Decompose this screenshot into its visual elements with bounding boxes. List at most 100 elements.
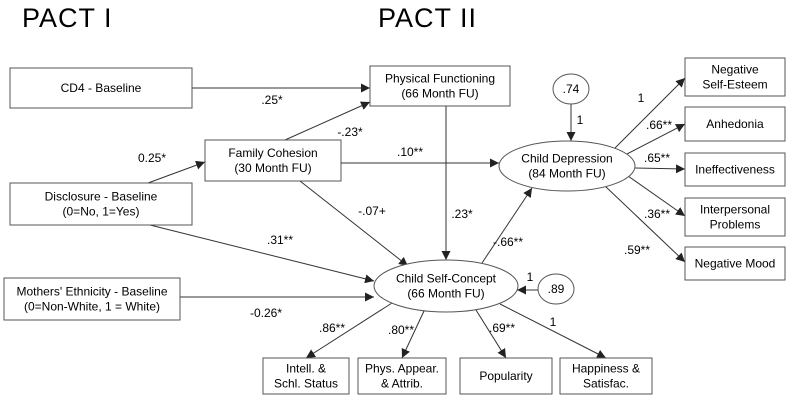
- header-pact-2: PACT II: [378, 3, 478, 33]
- node-err-dep: .74: [552, 73, 590, 105]
- edge-coefficient-label: .25*: [261, 93, 283, 107]
- node-happiness: Happiness &Satisfac.: [559, 357, 653, 395]
- edge-coefficient-label: -.07+: [358, 204, 386, 218]
- node-label-line: CD4 - Baseline: [61, 81, 142, 95]
- node-label-line: Child Self-Concept: [396, 272, 497, 286]
- node-box: [204, 139, 342, 182]
- node-ellipse: [537, 273, 575, 305]
- node-err-sc: .89: [537, 273, 575, 305]
- node-box: [684, 246, 786, 281]
- node-label-line: Anhedonia: [706, 117, 764, 131]
- edge-selfconcept-to-phys-app: [401, 310, 425, 359]
- node-label-line: Negative Mood: [695, 257, 776, 271]
- node-label-line: (84 Month FU): [528, 167, 605, 181]
- node-box: [684, 197, 786, 237]
- node-label-line: Intell. &: [286, 362, 326, 376]
- node-label-line: .74: [563, 82, 580, 96]
- edge-coefficient-label: .10**: [397, 145, 423, 159]
- edge-selfconcept-to-popularity: [475, 309, 507, 359]
- node-label-line: Mothers' Ethnicity - Baseline: [16, 285, 167, 299]
- node-box: [684, 106, 786, 142]
- node-box: [9, 67, 193, 109]
- node-label-line: Physical Functioning: [385, 72, 495, 86]
- edge-disclosure-to-cohesion: [147, 160, 206, 184]
- node-label-line: Negative: [711, 63, 759, 77]
- edge-coefficient-label: 1: [550, 315, 557, 329]
- edge-coefficient-label: .23*: [451, 207, 473, 221]
- edge-coefficient-label: 1: [577, 113, 584, 127]
- edge-selfconcept-to-depression: [481, 187, 533, 264]
- node-ineffect: Ineffectiveness: [684, 152, 786, 187]
- edge-depression-to-neg-esteem: [614, 77, 686, 149]
- node-ellipse: [552, 73, 590, 105]
- node-neg-mood: Negative Mood: [684, 246, 786, 281]
- edge-coefficient-label: .66**: [646, 118, 672, 132]
- node-label-line: .89: [548, 282, 565, 296]
- edge-coefficient-label: 0.25*: [138, 151, 166, 165]
- node-anhedonia: Anhedonia: [684, 106, 786, 142]
- node-box: [459, 357, 553, 395]
- node-label-line: (0=Non-White, 1 = White): [24, 300, 160, 314]
- edge-depression-to-neg-mood: [604, 185, 686, 263]
- edge-selfconcept-to-intell: [305, 302, 393, 359]
- node-label-line: Family Cohesion: [228, 146, 317, 160]
- node-label-line: Happiness &: [572, 362, 640, 376]
- edge-depression-to-interpersonal: [627, 175, 686, 217]
- node-label-line: (0=No, 1=Yes): [63, 205, 140, 219]
- edge-selfconcept-to-happiness: [499, 303, 607, 359]
- node-selfconcept: Child Self-Concept(66 Month FU): [373, 259, 519, 313]
- node-label-line: Child Depression: [521, 152, 612, 166]
- edges-layer: [147, 77, 686, 359]
- node-label-line: (66 Month FU): [401, 87, 478, 101]
- node-label-line: Self-Esteem: [702, 78, 767, 92]
- node-phys-app: Phys. Appear.& Attrib.: [357, 357, 447, 395]
- node-box: [262, 357, 350, 395]
- node-label-line: Problems: [710, 218, 761, 232]
- edge-cohesion-to-physical: [284, 101, 371, 141]
- node-popularity: Popularity: [459, 357, 553, 395]
- node-ethnicity: Mothers' Ethnicity - Baseline(0=Non-Whit…: [3, 277, 181, 321]
- node-label-line: Phys. Appear.: [365, 362, 439, 376]
- node-label-line: Interpersonal: [700, 203, 770, 217]
- edge-depression-to-anhedonia: [624, 123, 686, 156]
- edge-coefficient-label: -.23*: [337, 125, 363, 139]
- node-label-line: Popularity: [479, 369, 532, 383]
- edge-coefficient-label: .69**: [489, 321, 515, 335]
- node-box: [9, 182, 193, 226]
- edge-coefficient-label: 1: [638, 91, 645, 105]
- node-box: [357, 357, 447, 395]
- node-box: [684, 57, 786, 97]
- edge-coefficient-label: .59**: [624, 243, 650, 257]
- edge-coefficient-label: .31**: [267, 233, 293, 247]
- header-pact-1: PACT I: [22, 3, 113, 33]
- edge-coefficient-label: 1: [527, 270, 534, 284]
- edge-cohesion-to-selfconcept: [299, 180, 409, 267]
- node-label-line: Schl. Status: [274, 377, 338, 391]
- node-label-line: Disclosure - Baseline: [45, 190, 158, 204]
- node-disclosure: Disclosure - Baseline(0=No, 1=Yes): [9, 182, 193, 226]
- node-cd4: CD4 - Baseline: [9, 67, 193, 109]
- edge-coefficient-label: -.66**: [493, 235, 523, 249]
- node-physical: Physical Functioning(66 Month FU): [369, 65, 511, 107]
- node-intell: Intell. &Schl. Status: [262, 357, 350, 395]
- node-box: [559, 357, 653, 395]
- node-ellipse: [373, 259, 519, 313]
- node-cohesion: Family Cohesion(30 Month FU): [204, 139, 342, 182]
- edge-coefficient-label: .36**: [644, 207, 670, 221]
- node-box: [3, 277, 181, 321]
- edge-disclosure-to-selfconcept: [149, 224, 375, 284]
- node-label-line: Satisfac.: [583, 377, 629, 391]
- node-label-line: (30 Month FU): [234, 161, 311, 175]
- edge-coefficient-label: .65**: [644, 151, 670, 165]
- node-ellipse: [498, 140, 636, 192]
- node-box: [684, 152, 786, 187]
- edge-coefficient-label: .80**: [388, 323, 414, 337]
- edge-depression-to-ineffect: [633, 164, 686, 174]
- node-depression: Child Depression(84 Month FU): [498, 140, 636, 192]
- node-label-line: (66 Month FU): [407, 287, 484, 301]
